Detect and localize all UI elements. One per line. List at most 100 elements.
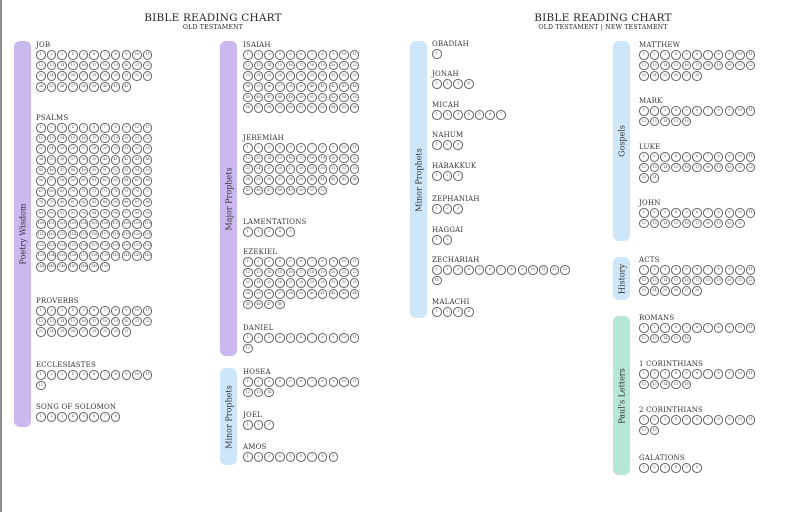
chapter-checkbox[interactable]: 7	[100, 370, 110, 380]
chapter-checkbox[interactable]: 20	[724, 275, 735, 286]
chapter-checkbox[interactable]: 9	[724, 152, 735, 162]
chapter-checkbox[interactable]: 11	[349, 50, 360, 60]
chapter-checkbox[interactable]: 6	[296, 377, 307, 387]
chapter-checkbox[interactable]: 39	[296, 82, 307, 92]
chapter-checkbox[interactable]: 2	[649, 265, 660, 275]
chapter-checkbox[interactable]: 1	[432, 49, 442, 59]
chapter-checkbox[interactable]: 68	[46, 187, 57, 197]
chapter-checkbox[interactable]: 7	[307, 257, 317, 267]
chapter-checkbox[interactable]: 1	[639, 152, 649, 162]
chapter-checkbox[interactable]: 58	[57, 176, 67, 187]
chapter-checkbox[interactable]: 23	[639, 286, 649, 296]
chapter-checkbox[interactable]: 12	[243, 267, 253, 278]
chapter-checkbox[interactable]: 25	[57, 327, 67, 337]
chapter-checkbox[interactable]: 1	[243, 333, 253, 343]
chapter-checkbox[interactable]: 96	[110, 208, 121, 219]
chapter-checkbox[interactable]: 11	[142, 123, 153, 133]
chapter-checkbox[interactable]: 8	[506, 265, 517, 275]
chapter-checkbox[interactable]: 2	[46, 370, 57, 380]
chapter-checkbox[interactable]: 26	[671, 71, 681, 81]
chapter-checkbox[interactable]: 47	[264, 299, 274, 310]
chapter-checkbox[interactable]: 10	[339, 50, 349, 60]
chapter-checkbox[interactable]: 12	[243, 60, 253, 71]
chapter-checkbox[interactable]: 14	[660, 275, 670, 286]
chapter-checkbox[interactable]: 2	[442, 79, 453, 89]
chapter-checkbox[interactable]: 13	[649, 60, 660, 71]
chapter-checkbox[interactable]: 4	[275, 452, 285, 462]
chapter-checkbox[interactable]: 143	[142, 251, 153, 261]
chapter-checkbox[interactable]: 4	[671, 265, 681, 275]
chapter-checkbox[interactable]: 47	[57, 165, 67, 176]
chapter-checkbox[interactable]: 1	[243, 143, 253, 153]
chapter-checkbox[interactable]: 77	[142, 187, 153, 197]
chapter-checkbox[interactable]: 3	[660, 323, 670, 333]
chapter-checkbox[interactable]: 4	[671, 369, 681, 379]
chapter-checkbox[interactable]: 7	[703, 208, 713, 218]
chapter-checkbox[interactable]: 6	[89, 123, 100, 133]
chapter-checkbox[interactable]: 17	[692, 162, 703, 173]
chapter-checkbox[interactable]: 114	[68, 229, 78, 240]
chapter-checkbox[interactable]: 6	[89, 370, 100, 380]
chapter-checkbox[interactable]: 29	[307, 278, 317, 288]
chapter-checkbox[interactable]: 44	[349, 175, 360, 185]
chapter-checkbox[interactable]: 29	[100, 144, 110, 154]
chapter-checkbox[interactable]: 11	[745, 265, 756, 275]
chapter-checkbox[interactable]: 56	[243, 103, 253, 114]
chapter-checkbox[interactable]: 20	[328, 60, 339, 71]
chapter-checkbox[interactable]: 2	[253, 420, 264, 430]
chapter-checkbox[interactable]: 112	[46, 229, 57, 240]
chapter-checkbox[interactable]: 29	[100, 71, 110, 81]
chapter-checkbox[interactable]: 62	[100, 176, 110, 187]
chapter-checkbox[interactable]: 55	[142, 165, 153, 176]
chapter-checkbox[interactable]: 2	[649, 415, 660, 425]
chapter-checkbox[interactable]: 8	[713, 106, 724, 116]
chapter-checkbox[interactable]: 31	[121, 327, 132, 337]
chapter-checkbox[interactable]: 60	[78, 176, 89, 187]
chapter-checkbox[interactable]: 7	[496, 110, 506, 120]
chapter-checkbox[interactable]: 8	[110, 412, 121, 422]
chapter-checkbox[interactable]: 26	[68, 144, 78, 154]
chapter-checkbox[interactable]: 34	[36, 155, 46, 165]
chapter-checkbox[interactable]: 16	[681, 275, 692, 286]
chapter-checkbox[interactable]: 1	[639, 369, 649, 379]
chapter-checkbox[interactable]: 16	[285, 153, 296, 164]
chapter-checkbox[interactable]: 74	[110, 187, 121, 197]
chapter-checkbox[interactable]: 1	[243, 227, 253, 237]
chapter-checkbox[interactable]: 11	[745, 415, 756, 425]
chapter-checkbox[interactable]: 11	[745, 369, 756, 379]
chapter-checkbox[interactable]: 13	[46, 133, 57, 144]
chapter-checkbox[interactable]: 115	[78, 229, 89, 240]
chapter-checkbox[interactable]: 69	[57, 187, 67, 197]
chapter-checkbox[interactable]: 18	[703, 275, 713, 286]
chapter-checkbox[interactable]: 23	[243, 71, 253, 81]
chapter-checkbox[interactable]: 4	[275, 227, 285, 237]
chapter-checkbox[interactable]: 9	[724, 50, 735, 60]
chapter-checkbox[interactable]: 33	[142, 144, 153, 154]
chapter-checkbox[interactable]: 36	[57, 82, 67, 92]
chapter-checkbox[interactable]: 12	[243, 343, 253, 354]
chapter-checkbox[interactable]: 13	[253, 153, 264, 164]
chapter-checkbox[interactable]: 54	[132, 165, 142, 176]
chapter-checkbox[interactable]: 11	[745, 323, 756, 333]
chapter-checkbox[interactable]: 45	[243, 299, 253, 310]
chapter-checkbox[interactable]: 111	[36, 229, 46, 240]
chapter-checkbox[interactable]: 7	[100, 306, 110, 316]
chapter-checkbox[interactable]: 25	[264, 164, 274, 174]
chapter-checkbox[interactable]: 11	[349, 377, 360, 387]
chapter-checkbox[interactable]: 76	[132, 187, 142, 197]
chapter-checkbox[interactable]: 8	[317, 333, 328, 343]
chapter-checkbox[interactable]: 4	[68, 370, 78, 380]
chapter-checkbox[interactable]: 26	[68, 327, 78, 337]
chapter-checkbox[interactable]: 42	[121, 82, 132, 92]
chapter-checkbox[interactable]: 11	[349, 257, 360, 267]
chapter-checkbox[interactable]: 27	[285, 71, 296, 81]
chapter-checkbox[interactable]: 5	[78, 123, 89, 133]
chapter-checkbox[interactable]: 42	[328, 82, 339, 92]
chapter-checkbox[interactable]: 1	[639, 415, 649, 425]
chapter-checkbox[interactable]: 92	[68, 208, 78, 219]
chapter-checkbox[interactable]: 10	[735, 208, 745, 218]
chapter-checkbox[interactable]: 22	[349, 60, 360, 71]
chapter-checkbox[interactable]: 2	[649, 369, 660, 379]
chapter-checkbox[interactable]: 2	[442, 140, 453, 150]
chapter-checkbox[interactable]: 48	[275, 92, 285, 103]
